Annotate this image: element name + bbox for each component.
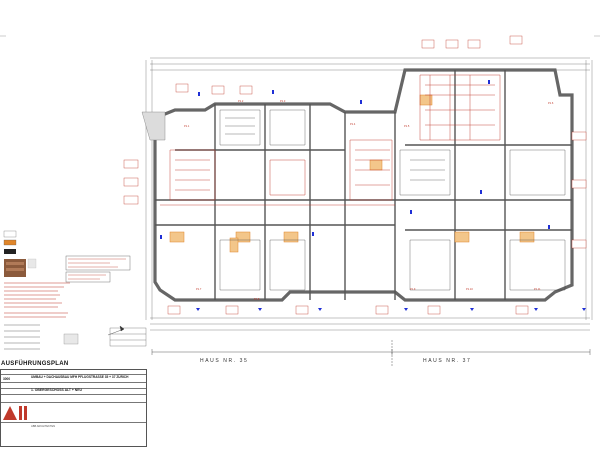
blue-triangles — [196, 308, 586, 311]
room-label: P1.1 — [184, 125, 190, 128]
room-label: P1.3 — [280, 100, 286, 103]
detail-thumbnail — [63, 333, 79, 345]
project-name: UMBAU + DACHAUSBAU MFH PFLUGSTRASSE 35 +… — [31, 375, 129, 379]
firm-name: ABB ARCHITEKTEN — [31, 425, 56, 428]
room-label: P1.4 — [350, 123, 356, 126]
bottom-dimension-line — [150, 317, 590, 331]
annex-wall — [141, 111, 166, 141]
room-label: P1.5 — [404, 125, 410, 128]
legend-notes — [4, 282, 70, 318]
plan-name: 1. OBERGESCHOSS ALT + NEU — [31, 388, 82, 392]
new-walls — [169, 94, 535, 253]
note-box — [65, 271, 111, 283]
room-label: P1.7 — [196, 288, 202, 291]
sheet-title: AUSFÜHRUNGSPLAN — [1, 361, 69, 367]
annotation-tags — [123, 35, 587, 315]
title-block — [0, 369, 147, 447]
exterior-walls — [153, 68, 574, 302]
note-box — [65, 255, 131, 271]
house-label-35: HAUS NR. 35 — [200, 358, 249, 364]
left-dimension-line — [145, 60, 153, 320]
legend-swatch-concrete — [4, 249, 16, 254]
location-map — [27, 258, 37, 269]
room-label: P1.9 — [410, 288, 416, 291]
legend-table — [4, 324, 40, 350]
room-label: P1.6 — [548, 102, 554, 105]
room-label: P1.8 — [254, 298, 260, 301]
right-dimension-line — [585, 60, 593, 320]
room-label: P1.10 — [466, 288, 473, 291]
house-label-37: HAUS NR. 37 — [423, 358, 472, 364]
room-label: P1.11 — [534, 288, 541, 291]
installation-lines — [160, 74, 501, 206]
revision-block — [109, 327, 147, 347]
top-dimension-line — [150, 57, 590, 71]
plan-number: 3000 — [3, 377, 11, 381]
firm-logo — [3, 406, 27, 420]
room-label: P1.2 — [238, 100, 244, 103]
legend-swatch-new — [3, 239, 17, 246]
house-division-line — [151, 340, 591, 366]
legend-swatch-existing — [3, 230, 17, 238]
north-arrow-icon — [107, 325, 125, 336]
detail-lines — [219, 109, 566, 291]
